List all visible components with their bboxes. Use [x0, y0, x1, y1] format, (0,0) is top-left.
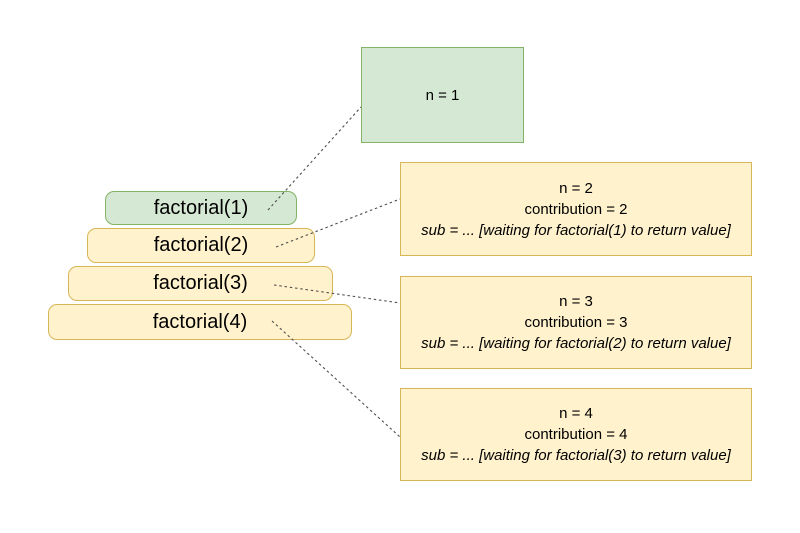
frame-variable-n: n = 3 — [559, 293, 593, 310]
frame-variable-n: n = 1 — [425, 86, 460, 104]
detail-box-n3: n = 3 contribution = 3 sub = ... [waitin… — [400, 276, 752, 369]
frame-variable-sub: sub = ... [waiting for factorial(1) to r… — [421, 221, 731, 239]
frame-variable-n: n = 2 — [559, 179, 593, 197]
frame-variable-contribution: contribution = 4 — [524, 426, 628, 443]
frame-variable-contribution: contribution = 2 — [524, 200, 628, 218]
stack-frame-label: factorial(4) — [152, 310, 248, 333]
frame-variable-contribution: contribution = 3 — [524, 314, 628, 331]
stack-frame-label: factorial(2) — [153, 234, 249, 256]
stack-frame-factorial-3: factorial(3) — [68, 266, 333, 301]
frame-variable-sub: sub = ... [waiting for factorial(2) to r… — [421, 335, 731, 352]
frame-variable-sub: sub = ... [waiting for factorial(3) to r… — [421, 447, 731, 464]
stack-frame-factorial-2: factorial(2) — [87, 228, 315, 263]
stack-frame-factorial-1: factorial(1) — [105, 191, 297, 225]
frame-variable-n: n = 4 — [559, 405, 593, 422]
detail-box-n2: n = 2 contribution = 2 sub = ... [waitin… — [400, 162, 752, 256]
stack-frame-factorial-4: factorial(4) — [48, 304, 352, 340]
detail-box-n1: n = 1 — [361, 47, 524, 143]
stack-frame-label: factorial(3) — [153, 272, 248, 294]
detail-box-n4: n = 4 contribution = 4 sub = ... [waitin… — [400, 388, 752, 481]
stack-frame-label: factorial(1) — [153, 196, 249, 219]
